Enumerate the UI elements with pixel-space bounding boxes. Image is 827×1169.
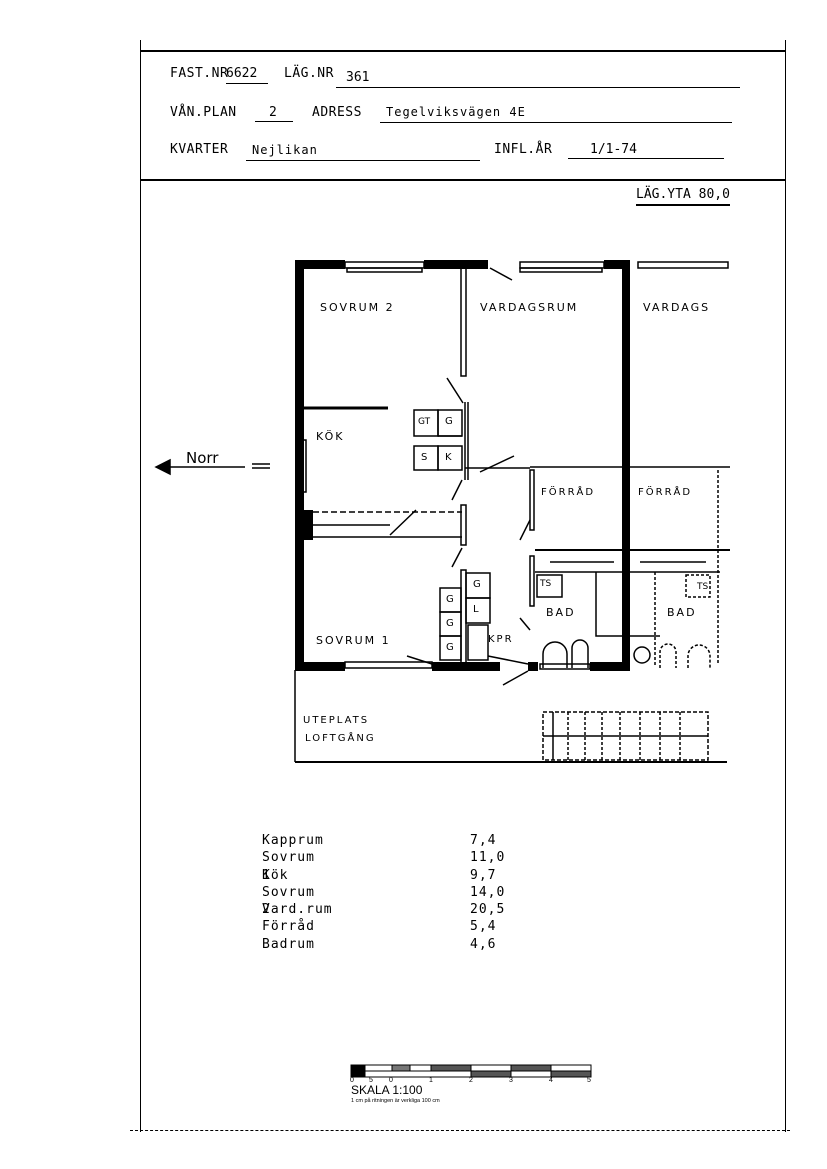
scale-tick: 2 (469, 1077, 473, 1084)
room-vardags-neighbor: VARDAGS (643, 301, 711, 314)
frame-bottom (130, 1130, 790, 1132)
room-forrad-neighbor: FÖRRÅD (638, 487, 693, 498)
scale-tick: 5 (587, 1077, 591, 1084)
interior-walls (154, 261, 730, 763)
header-divider (140, 179, 786, 181)
scale-tick: 3 (509, 1077, 513, 1084)
fixture-l: L (473, 604, 479, 615)
scale-tick: 5 (369, 1077, 373, 1084)
scale-bar (350, 1064, 592, 1078)
fixture-gt: GT (418, 417, 431, 427)
room-kok: KÖK (316, 430, 345, 443)
kvarter-value: Nejlikan (246, 143, 480, 161)
scale-tick: 0 (389, 1077, 393, 1084)
room-vardagsrum: VARDAGSRUM (480, 301, 579, 314)
infl-ar-value: 1/1-74 (568, 142, 724, 159)
room-uteplats: UTEPLATS (303, 715, 370, 726)
fixture-k: K (445, 452, 452, 463)
adress-label: ADRESS (312, 105, 362, 120)
fixture-g: G (446, 618, 454, 629)
fixture-g: G (473, 579, 481, 590)
frame-left (140, 40, 141, 1132)
scale-note: 1 cm på ritningen är verkliga 100 cm (351, 1098, 440, 1104)
room-bad-neighbor: BAD (667, 606, 697, 619)
lag-nr-value: 361 (336, 70, 740, 88)
van-plan-label: VÅN.PLAN (170, 105, 237, 120)
room-sovrum-2: SOVRUM 2 (320, 301, 395, 314)
north-label: Norr (186, 449, 219, 467)
scale-tick: 0 (350, 1077, 354, 1084)
scale-title: SKALA 1:100 (351, 1083, 423, 1097)
kvarter-label: KVARTER (170, 142, 229, 157)
frame-right (785, 40, 786, 1132)
lag-nr-label: LÄG.NR (284, 66, 334, 81)
infl-ar-label: INFL.ÅR (494, 142, 553, 157)
fast-nr-label: FAST.NR (170, 66, 229, 81)
scale-tick: 4 (549, 1077, 553, 1084)
fixture-ts: TS (540, 579, 552, 589)
van-plan-value: 2 (255, 105, 293, 122)
thick-walls (295, 260, 630, 671)
room-bad: BAD (546, 606, 576, 619)
scale-tick: 1 (429, 1077, 433, 1084)
lag-yta: LÄG.YTA 80,0 (636, 187, 730, 206)
fixture-g: G (446, 594, 454, 605)
frame-top (140, 50, 786, 52)
fixture-g: G (445, 416, 453, 427)
fast-nr-value: 6622 (226, 66, 268, 84)
room-sovrum-1: SOVRUM 1 (316, 634, 391, 647)
adress-value: Tegelviksvägen 4E (380, 105, 732, 123)
fixture-g: G (446, 642, 454, 653)
room-forrad: FÖRRÅD (541, 487, 596, 498)
fixture-ts: TS (697, 582, 709, 592)
room-loftgang: LOFTGÅNG (305, 733, 376, 744)
fixture-s: S (421, 452, 428, 463)
room-kpr: KPR (488, 634, 514, 645)
